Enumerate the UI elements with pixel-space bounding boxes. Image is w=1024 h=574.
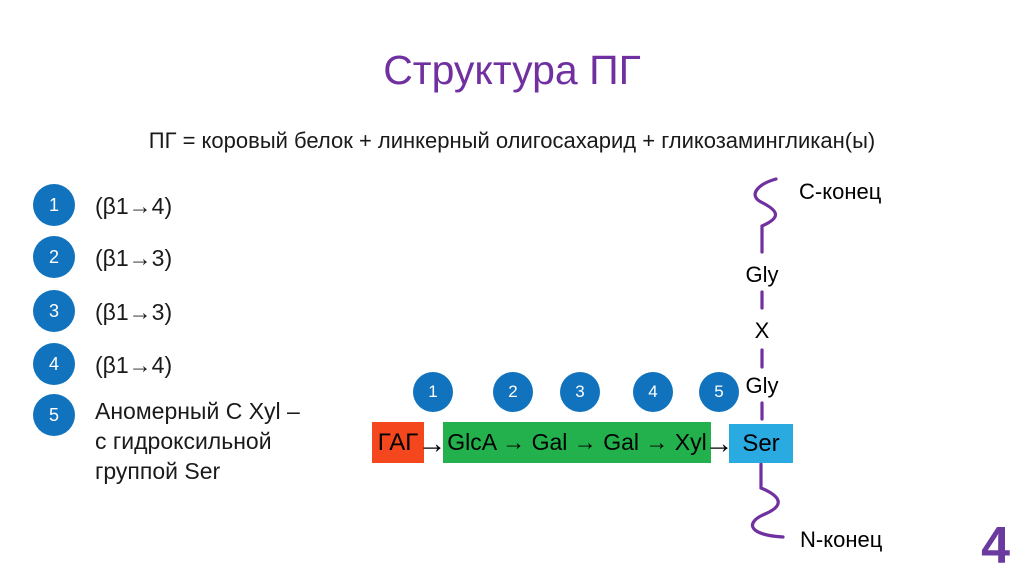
legend-marker-4: 4	[33, 343, 75, 385]
legend-item-3-text: (β1→3)	[95, 299, 173, 325]
ser-box: Ser	[729, 424, 793, 463]
legend-marker-5: 5	[33, 394, 75, 436]
backbone-squiggle-bottom	[751, 462, 785, 539]
arrow-gag-to-linker: →	[417, 427, 447, 460]
legend-item-2-text: (β1→3)	[95, 245, 173, 271]
legend-marker-1-number: 1	[48, 194, 59, 215]
legend-marker-1: 1	[33, 184, 75, 226]
page-number: 4	[981, 517, 1010, 574]
legend-item-1-text: (β1→4)	[95, 193, 173, 219]
chain-marker-1: 1	[413, 372, 453, 412]
residue-gly-top: Gly	[745, 262, 779, 287]
chain-marker-4: 4	[633, 372, 673, 412]
backbone-squiggle-top	[753, 177, 778, 254]
legend-marker-3-number: 3	[48, 300, 59, 321]
linker-oligosaccharide-box: GlcA → Gal → Gal → Xyl	[443, 422, 711, 463]
legend-item-5-text: Аномерный C Xyl – с гидроксильной группо…	[95, 398, 300, 484]
legend-marker-3: 3	[33, 290, 75, 332]
legend-item-4-text: (β1→4)	[95, 352, 173, 378]
slide-subtitle: ПГ = коровый белок + линкерный олигосаха…	[148, 128, 876, 153]
slide-title: Структура ПГ	[383, 47, 641, 93]
chain-marker-3: 3	[560, 372, 600, 412]
legend-marker-2-number: 2	[48, 246, 59, 267]
legend-marker-2: 2	[33, 236, 75, 278]
chain-marker-2: 2	[493, 372, 533, 412]
chain-marker-4-number: 4	[648, 382, 658, 401]
legend-marker-4-number: 4	[48, 353, 59, 374]
n-terminus-label: N-конец	[800, 527, 883, 552]
arrow-linker-to-ser: →	[704, 427, 734, 460]
c-terminus-label: С-конец	[799, 179, 882, 204]
gag-box: ГАГ	[372, 422, 424, 463]
chain-marker-2-number: 2	[508, 382, 518, 401]
chain-marker-5-number: 5	[714, 382, 724, 401]
residue-x: X	[754, 318, 770, 343]
legend-marker-5-number: 5	[48, 404, 59, 425]
chain-marker-3-number: 3	[575, 382, 585, 401]
chain-marker-5: 5	[699, 372, 739, 412]
chain-marker-1-number: 1	[428, 382, 438, 401]
residue-gly-bottom: Gly	[745, 373, 779, 398]
